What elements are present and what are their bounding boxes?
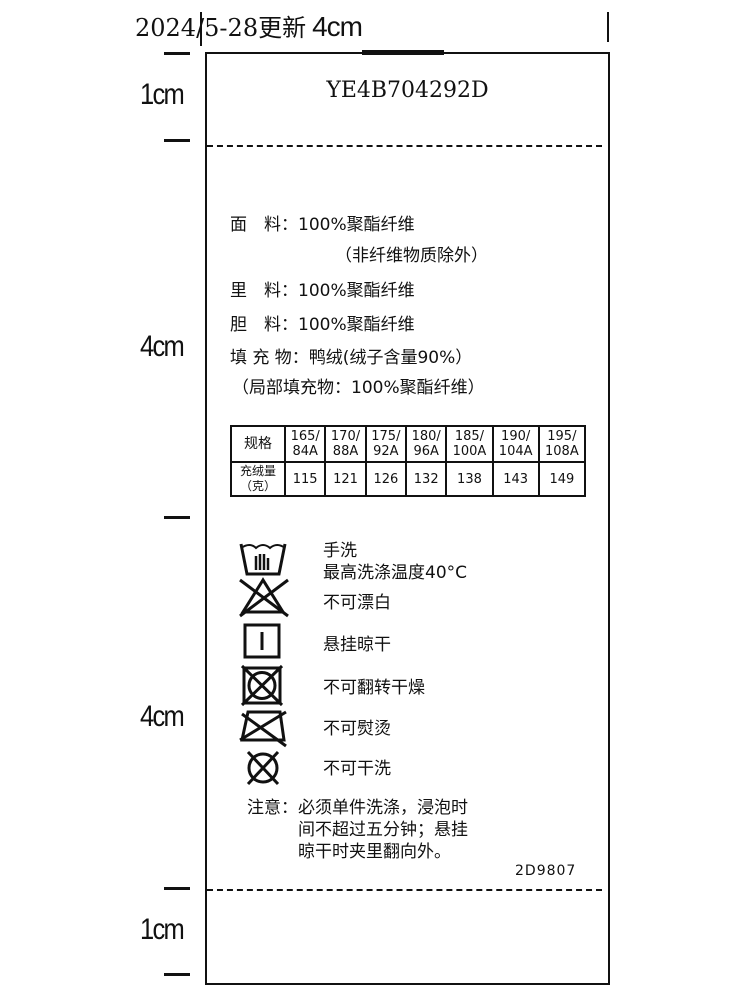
cut-line <box>207 145 602 147</box>
tick <box>164 887 190 890</box>
table-header: 规格 <box>230 425 286 463</box>
care-instruction: 不可翻转干燥 <box>323 678 425 698</box>
update-date: 2024/5-28更新 <box>135 14 307 42</box>
care-instruction: 不可熨烫 <box>323 719 391 739</box>
width-marker-right <box>607 12 609 42</box>
composition-line: （非纤维物质除外） <box>335 246 488 266</box>
size-fill-table: 规格 165/84A 170/88A 175/92A 180/96A 185/1… <box>230 425 587 497</box>
line-dry-icon <box>243 623 281 659</box>
no-dry-clean-icon <box>246 750 280 786</box>
size-cell: 175/92A <box>364 425 408 463</box>
tick <box>164 52 190 55</box>
composition-line: 里 料：100%聚酯纤维 <box>230 281 415 301</box>
composition-line: （局部填充物：100%聚酯纤维） <box>232 378 485 398</box>
width-marker-left <box>200 12 202 46</box>
size-cell: 165/84A <box>283 425 327 463</box>
fill-cell: 138 <box>445 461 494 497</box>
composition-line: 面 料：100%聚酯纤维 <box>230 215 415 235</box>
width-label: 4cm <box>312 11 363 42</box>
no-iron-icon <box>239 710 287 748</box>
fill-cell: 143 <box>491 461 540 497</box>
fill-cell: 132 <box>405 461 448 497</box>
table-row: 规格 165/84A 170/88A 175/92A 180/96A 185/1… <box>230 425 587 463</box>
care-note: 注意：必须单件洗涤，浸泡时 间不超过五分钟；悬挂 晾干时夹里翻向外。 <box>247 798 468 862</box>
size-cell: 190/104A <box>491 425 540 463</box>
tick <box>164 139 190 142</box>
dimension-label: 4cm <box>140 330 185 363</box>
care-instruction: 悬挂晾干 <box>323 635 391 655</box>
width-bar <box>362 50 444 55</box>
style-code: YE4B704292D <box>326 78 489 103</box>
table-row: 充绒量（克） 115 121 126 132 138 143 149 <box>230 461 587 497</box>
tick <box>164 516 190 519</box>
composition-line: 胆 料：100%聚酯纤维 <box>230 315 415 335</box>
no-tumble-dry-icon <box>240 664 284 707</box>
footer-code: 2D9807 <box>515 863 577 879</box>
table-header: 充绒量（克） <box>230 461 286 497</box>
dimension-label: 1cm <box>140 913 185 946</box>
no-bleach-icon <box>239 577 289 618</box>
care-instruction: 不可干洗 <box>323 759 391 779</box>
care-instruction: 不可漂白 <box>323 593 391 613</box>
composition-line: 填 充 物：鸭绒(绒子含量90%） <box>230 348 473 368</box>
cut-line <box>207 889 602 891</box>
fill-cell: 121 <box>324 461 367 497</box>
tick <box>164 973 190 976</box>
care-instruction: 手洗最高洗涤温度40°C <box>323 541 468 583</box>
size-cell: 180/96A <box>405 425 448 463</box>
size-cell: 195/108A <box>537 425 587 463</box>
dimension-label: 1cm <box>140 78 185 111</box>
fill-cell: 126 <box>364 461 408 497</box>
size-cell: 170/88A <box>324 425 367 463</box>
dimension-label: 4cm <box>140 700 185 733</box>
fill-cell: 149 <box>537 461 587 497</box>
size-cell: 185/100A <box>445 425 494 463</box>
hand-wash-icon <box>239 543 287 576</box>
fill-cell: 115 <box>283 461 327 497</box>
